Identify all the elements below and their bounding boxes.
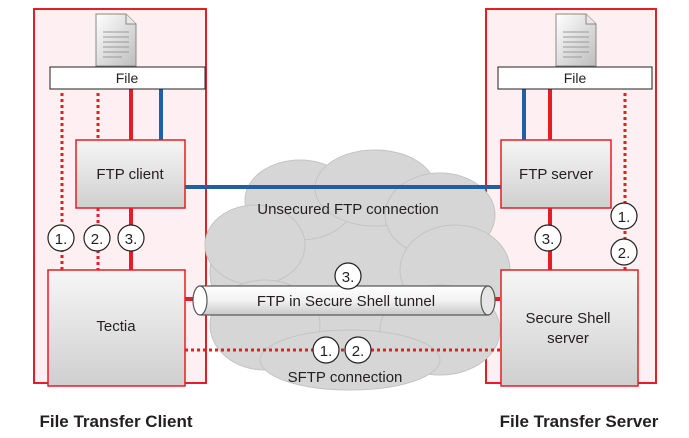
client-file-label: File xyxy=(116,70,139,86)
tectia-label: Tectia xyxy=(96,318,136,335)
client-step-2: 2. xyxy=(91,231,104,248)
server-file-label: File xyxy=(564,70,587,86)
ftp-client-box[interactable] xyxy=(75,139,186,209)
ssh-tunnel xyxy=(192,285,496,316)
ftp-server-box[interactable] xyxy=(500,139,612,209)
ssh-server-box[interactable] xyxy=(500,269,639,387)
client-title: File Transfer Client xyxy=(39,412,192,431)
tunnel-step-3: 3. xyxy=(342,269,355,286)
server-title: File Transfer Server xyxy=(500,412,659,431)
sftp-step-2: 2. xyxy=(352,343,365,360)
ssh-server-label-line2: server xyxy=(547,330,589,347)
tunnel-label: FTP in Secure Shell tunnel xyxy=(257,293,435,310)
tectia-box[interactable] xyxy=(47,269,186,387)
client-step-3: 3. xyxy=(125,231,138,248)
server-step-3: 3. xyxy=(542,231,555,248)
server-file-box xyxy=(497,66,653,90)
server-step-1: 1. xyxy=(618,209,631,226)
client-file-box xyxy=(49,66,206,90)
sftp-connection-label: SFTP connection xyxy=(288,369,403,386)
server-step-2: 2. xyxy=(618,245,631,262)
client-document-icon xyxy=(95,13,137,67)
server-document-icon xyxy=(555,13,597,67)
ftp-client-label: FTP client xyxy=(96,166,164,183)
sftp-step-1: 1. xyxy=(320,343,333,360)
unsecured-connection-label: Unsecured FTP connection xyxy=(257,201,439,218)
client-step-1: 1. xyxy=(55,231,68,248)
ssh-server-label-line1: Secure Shell xyxy=(525,310,610,327)
ftp-server-label: FTP server xyxy=(519,166,593,183)
